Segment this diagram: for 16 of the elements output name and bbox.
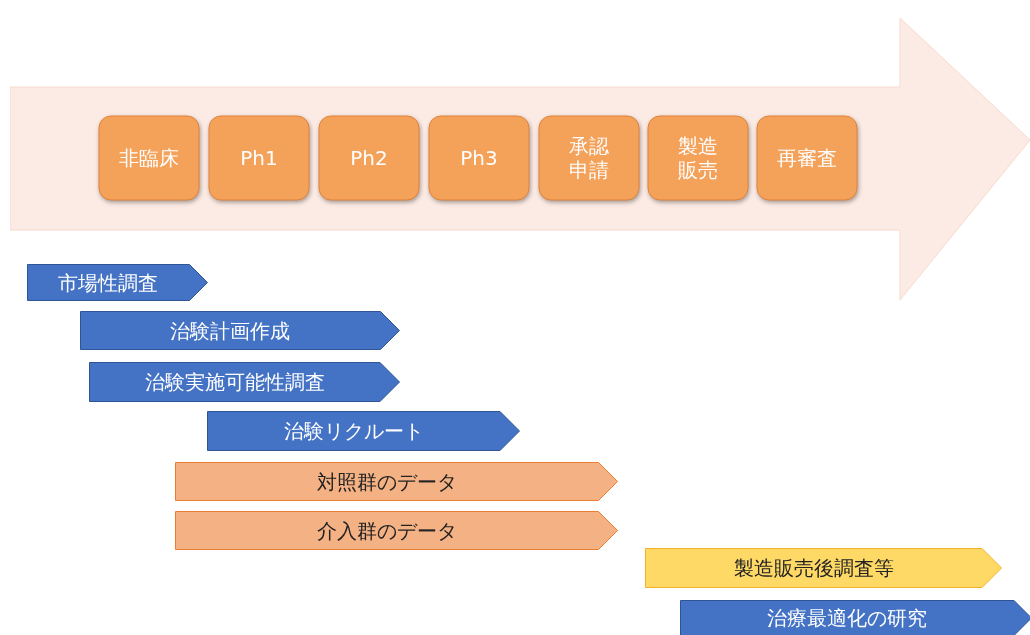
chevron-bar: 市場性調査 — [27, 264, 208, 301]
chevron-bar: 治験計画作成 — [80, 311, 400, 350]
chevron-bar: 治験リクルート — [207, 411, 520, 451]
chevron-bar: 治験実施可能性調査 — [89, 362, 400, 402]
timeline-arrow — [10, 18, 1030, 300]
phase-box: Ph2 — [318, 115, 420, 201]
chevron-bar: 対照群のデータ — [175, 462, 618, 501]
chevron-bar: 製造販売後調査等 — [645, 548, 1002, 588]
chevron-bar: 治療最適化の研究 — [680, 600, 1030, 635]
phase-box: Ph1 — [208, 115, 310, 201]
phase-box: Ph3 — [428, 115, 530, 201]
phase-box: 非臨床 — [98, 115, 200, 201]
phase-box: 承認申請 — [538, 115, 640, 201]
chevron-bar: 介入群のデータ — [175, 511, 618, 550]
phase-box: 製造販売 — [647, 115, 749, 201]
phase-box: 再審査 — [756, 115, 858, 201]
